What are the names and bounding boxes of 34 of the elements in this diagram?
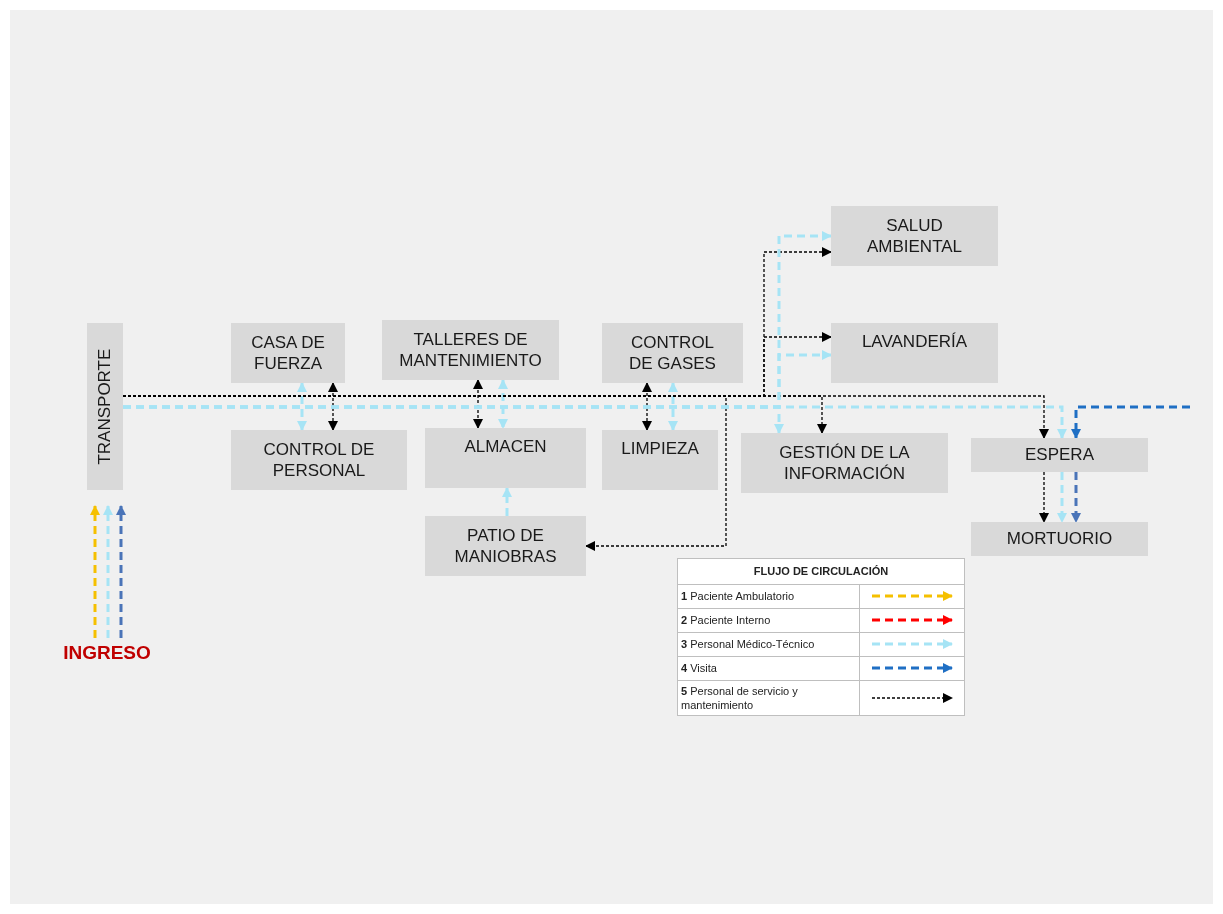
area-box: CASA DE FUERZA xyxy=(231,323,345,383)
area-box: GESTIÓN DE LA INFORMACIÓN xyxy=(741,433,948,493)
flow-arrow xyxy=(1071,405,1190,439)
flow-arrow xyxy=(103,505,113,638)
area-box: LAVANDERÍA xyxy=(831,323,998,383)
legend-text: 3 Personal Médico-Técnico xyxy=(678,632,860,656)
legend-title: FLUJO DE CIRCULACIÓN xyxy=(678,559,964,585)
flow-arrow xyxy=(473,379,483,429)
area-box: MORTUORIO xyxy=(971,522,1148,556)
flow-arrow xyxy=(90,505,100,638)
area-box: TALLERES DE MANTENIMIENTO xyxy=(382,320,559,380)
area-box: TRANSPORTE xyxy=(87,323,123,490)
legend-text: 5 Personal de servicio y mantenimiento xyxy=(678,680,860,716)
flow-arrow xyxy=(297,382,307,431)
area-box: SALUD AMBIENTAL xyxy=(831,206,998,266)
legend-text: 2 Paciente Interno xyxy=(678,608,860,632)
flow-arrow xyxy=(502,487,512,516)
flow-arrow xyxy=(116,505,126,638)
area-box: CONTROL DE PERSONAL xyxy=(231,430,407,490)
area-box: ALMACEN xyxy=(425,428,586,488)
area-box: PATIO DE MANIOBRAS xyxy=(425,516,586,576)
area-box: ESPERA xyxy=(971,438,1148,472)
flow-arrow xyxy=(1039,471,1049,523)
flow-arrow xyxy=(642,382,652,431)
area-box: LIMPIEZA xyxy=(602,430,718,490)
flow-arrow xyxy=(498,379,508,429)
area-box: CONTROL DE GASES xyxy=(602,323,743,383)
flow-arrow xyxy=(1071,472,1081,523)
entry-label: INGRESO xyxy=(50,640,164,666)
legend-text: 1 Paciente Ambulatorio xyxy=(678,584,860,608)
flow-arrow xyxy=(1057,472,1067,523)
legend-text: 4 Visita xyxy=(678,656,860,680)
flow-arrow xyxy=(668,382,678,431)
flow-arrow xyxy=(328,382,338,431)
